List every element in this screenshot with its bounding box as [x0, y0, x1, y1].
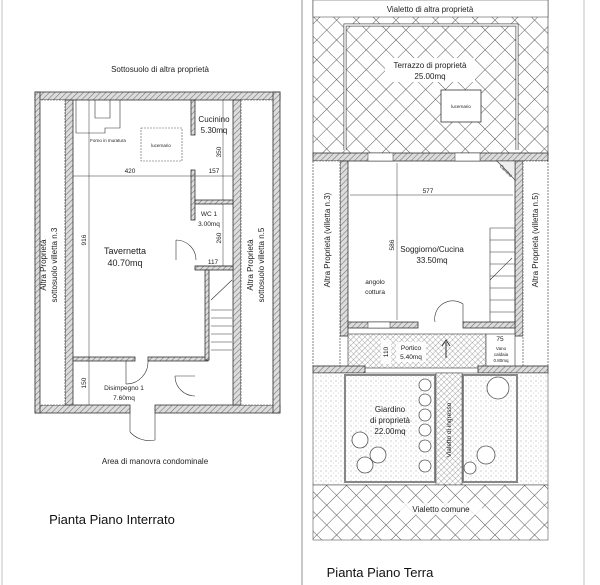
entrance-arrow-icon: [441, 339, 451, 358]
dim-586: 586: [389, 239, 396, 250]
label-right-neighbor: Altra Proprietà: [246, 239, 255, 291]
door-entrance: [129, 413, 156, 441]
label-area-manovra: Area di manovra condominale: [102, 457, 209, 466]
vialetto-ingresso: [435, 372, 463, 486]
room-portico: Portico: [401, 345, 422, 352]
dim-157: 157: [209, 168, 220, 175]
wall-bottom-left: [34, 404, 131, 414]
plan-interrato: Sottosuolo di altra proprietà Forno in m…: [34, 65, 281, 527]
label-lucernario-terra: lucernario: [451, 104, 471, 109]
room-terrazzo-area: 25.00mq: [414, 72, 445, 81]
stairs-interrato: [210, 279, 233, 351]
room-giardino: Giardino: [375, 405, 406, 414]
label-vialetto-ingresso: Vialetto di ingresso: [446, 402, 453, 457]
label-sottosuolo: Sottosuolo di altra proprietà: [111, 65, 209, 74]
title-interrato: Pianta Piano Interrato: [49, 512, 175, 527]
label-angolo: angolo: [365, 279, 385, 286]
dim-117: 117: [208, 259, 219, 266]
label-vialetto-comune: Vialetto comune: [412, 505, 470, 514]
room-disimpegno-area: 7.60mq: [113, 395, 135, 402]
wall-left: [64, 99, 74, 406]
room-disimpegno: Disimpegno 1: [104, 385, 144, 392]
door-disimpegno: [125, 360, 149, 385]
label-left-neighbor-terra: Altra Proprietà (villetta n.3): [323, 192, 332, 287]
wall-top: [34, 91, 281, 101]
label-caldaia: caldaia: [494, 352, 509, 357]
label-vano-area: 0.80mq: [493, 358, 509, 363]
room-cucinino: Cucinino: [198, 115, 230, 124]
dim-260: 260: [216, 232, 223, 243]
dim-577: 577: [423, 188, 434, 195]
room-wc: WC 1: [201, 211, 218, 218]
room-soggiorno-area: 33.50mq: [416, 256, 447, 265]
room-soggiorno: Soggiorno/Cucina: [400, 245, 464, 254]
dim-110: 110: [383, 346, 390, 357]
room-giardino-area: 22.00mq: [374, 427, 405, 436]
room-wc-area: 3.00mq: [198, 221, 220, 228]
vano-caldaia: [485, 333, 516, 369]
lucernario-terra: [440, 89, 482, 123]
dim-350: 350: [216, 146, 223, 157]
label-vano: Vano: [496, 346, 507, 351]
wall-right: [232, 99, 242, 406]
label-left-neighbor: Altra Proprietà: [39, 239, 48, 291]
room-giardino-2: di proprietà: [370, 416, 411, 425]
label-lucernario: lucernario: [151, 143, 171, 148]
room-cucinino-area: 5.30mq: [201, 126, 228, 135]
title-terra: Pianta Piano Terra: [327, 565, 434, 580]
tree-icons: [351, 376, 510, 475]
label-vialetto-altra: Vialetto di altra proprietà: [387, 5, 474, 14]
room-terrazzo: Terrazzo di proprietà: [394, 61, 467, 70]
wall-bottom-right: [154, 404, 281, 414]
dim-75: 75: [496, 336, 504, 343]
stairs-terra: [489, 227, 516, 322]
room-portico-area: 5.40mq: [400, 354, 422, 361]
lucernario-interrato: [140, 127, 183, 162]
label-left-neighbor-2: sottosuolo villetta n.3: [50, 227, 59, 302]
label-cottura: cottura: [365, 289, 385, 296]
label-right-neighbor-2: sottosuolo villetta n.5: [257, 227, 266, 302]
label-right-neighbor-terra: Altra Proprietà (villetta n.5): [531, 192, 540, 287]
plan-terra: Vialetto di altra proprietà Terrazzo di …: [312, 0, 549, 580]
door-wc: [175, 239, 197, 261]
dim-420: 420: [125, 168, 136, 175]
camino-icon: [496, 160, 516, 181]
dim-916: 916: [81, 234, 88, 245]
room-tavernetta: Tavernetta: [104, 246, 146, 256]
label-forno: Forno in muratura: [90, 138, 126, 143]
room-tavernetta-area: 40.70mq: [107, 258, 142, 268]
dim-150: 150: [81, 377, 88, 388]
door-soggiorno: [434, 300, 464, 323]
